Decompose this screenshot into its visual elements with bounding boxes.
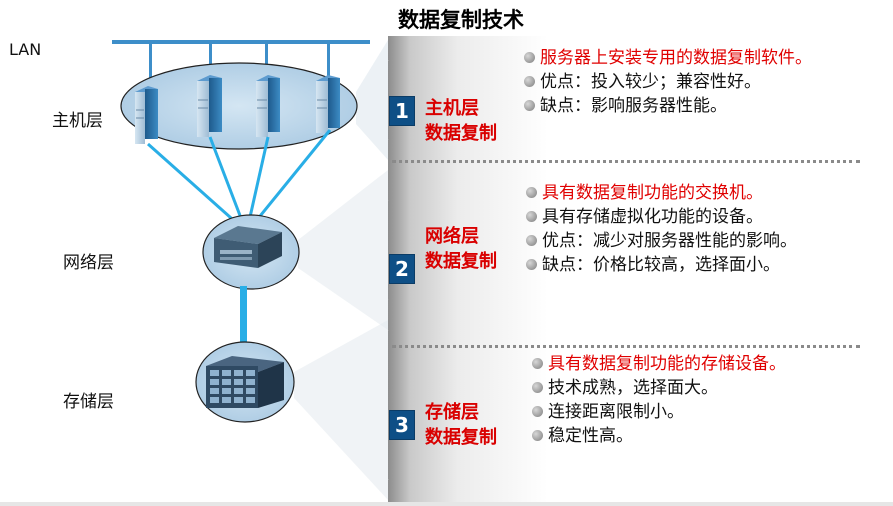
beam-network (298, 170, 388, 330)
bottom-rule (0, 502, 893, 506)
host-layer-label: 主机层 (52, 111, 103, 131)
description-panel (388, 36, 893, 502)
host-bullet-list: 服务器上安装专用的数据复制软件。 优点：投入较少；兼容性好。 缺点：影响服务器性… (520, 46, 812, 118)
beam-host (356, 40, 388, 160)
section-title-line: 数据复制 (425, 427, 497, 448)
list-item: 服务器上安装专用的数据复制软件。 (520, 46, 812, 70)
list-item: 具有存储虚拟化功能的设备。 (522, 205, 797, 229)
section-number-1: 1 (389, 96, 415, 126)
host-layer-ellipse (120, 62, 358, 150)
list-item: 稳定性高。 (528, 424, 786, 448)
server-icon (197, 75, 222, 137)
section-divider (392, 345, 860, 348)
section-title-host: 主机层 数据复制 (425, 96, 497, 146)
network-layer-label: 网络层 (63, 253, 114, 273)
storage-array-icon (206, 356, 284, 408)
list-item: 优点：投入较少；兼容性好。 (520, 70, 812, 94)
lan-drops (149, 42, 330, 84)
list-item: 缺点：价格比较高，选择面小。 (522, 253, 797, 277)
storage-layer-label: 存储层 (63, 392, 114, 412)
list-item: 具有数据复制功能的交换机。 (522, 181, 797, 205)
list-item: 优点：减少对服务器性能的影响。 (522, 229, 797, 253)
switch-storage-link (240, 286, 247, 356)
list-item: 缺点：影响服务器性能。 (520, 94, 812, 118)
network-bullet-list: 具有数据复制功能的交换机。 具有存储虚拟化功能的设备。 优点：减少对服务器性能的… (522, 181, 797, 277)
section-divider (392, 160, 860, 163)
lan-bus (112, 40, 370, 44)
lan-label: LAN (9, 40, 42, 59)
server-icon (256, 75, 280, 137)
list-item: 连接距离限制小。 (528, 400, 786, 424)
list-item: 具有数据复制功能的存储设备。 (528, 352, 786, 376)
switch-icon (214, 226, 282, 268)
beam-storage (294, 320, 388, 500)
storage-bullet-list: 具有数据复制功能的存储设备。 技术成熟，选择面大。 连接距离限制小。 稳定性高。 (528, 352, 786, 448)
section-title-line: 数据复制 (425, 251, 497, 272)
section-title-line: 数据复制 (425, 123, 497, 144)
section-title-line: 网络层 (425, 226, 479, 247)
section-number-3: 3 (389, 410, 415, 440)
server-icon (316, 75, 340, 133)
section-title-line: 存储层 (425, 402, 479, 423)
section-title-storage: 存储层 数据复制 (425, 400, 497, 450)
list-item: 技术成熟，选择面大。 (528, 376, 786, 400)
section-number-2: 2 (389, 254, 415, 284)
section-title-line: 主机层 (425, 98, 479, 119)
page-title: 数据复制技术 (398, 8, 524, 32)
server-icon (135, 86, 158, 144)
host-switch-links (147, 129, 332, 228)
section-title-network: 网络层 数据复制 (425, 224, 497, 274)
